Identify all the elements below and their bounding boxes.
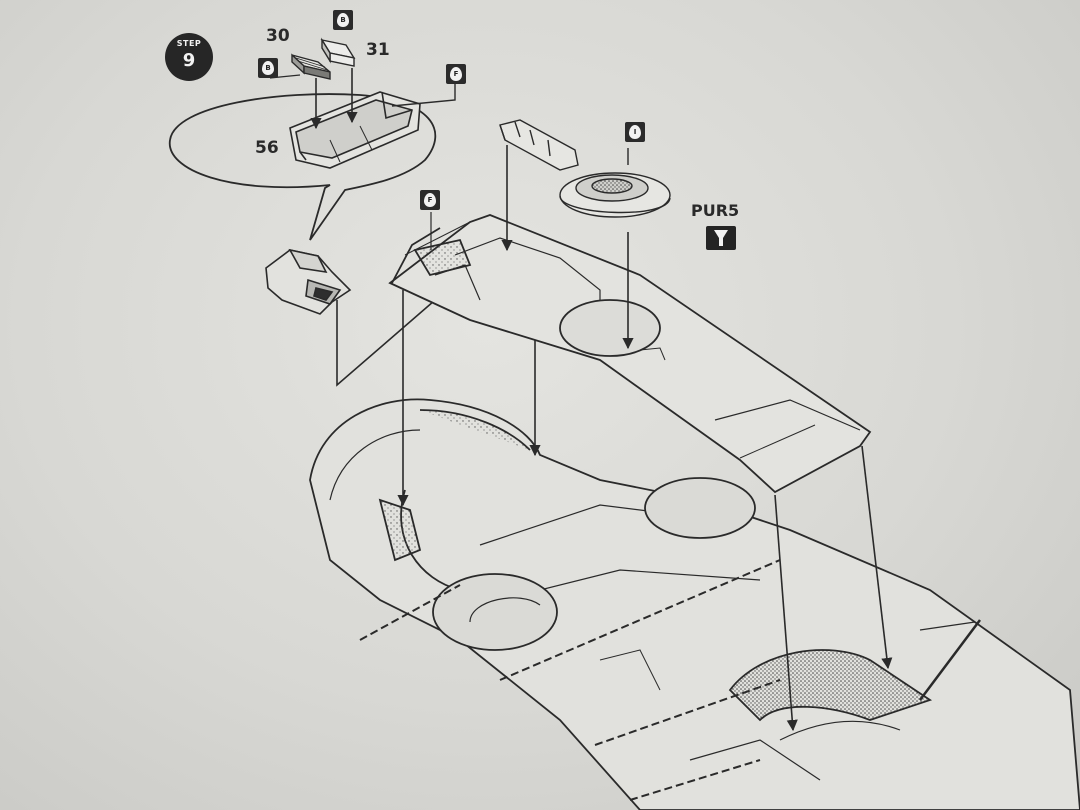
paint-tag-icon: I — [625, 122, 645, 142]
paint-tag-icon: B — [333, 10, 353, 30]
callout-balloon — [169, 93, 437, 241]
intake-assembly — [265, 248, 352, 315]
step-badge: STEP 9 — [165, 33, 213, 81]
part-number-56: 56 — [255, 138, 279, 158]
paint-code: I — [633, 128, 637, 136]
paint-code: B — [340, 16, 346, 24]
paint-code: F — [453, 70, 459, 78]
paint-code: F — [427, 196, 433, 204]
upper-wing-panel — [388, 214, 872, 494]
part-number-30: 30 — [266, 26, 290, 46]
paint-code: B — [265, 64, 271, 72]
paint-tag-icon: F — [420, 190, 440, 210]
glue-bottle-icon — [706, 226, 736, 250]
step-number: 9 — [182, 50, 196, 71]
supplement-label: PUR5 — [691, 201, 740, 220]
part-30 — [291, 53, 331, 80]
paint-tag-icon: F — [446, 64, 466, 84]
paint-tag-icon: B — [258, 58, 278, 78]
step-word: STEP — [176, 39, 202, 48]
part-31 — [320, 37, 356, 67]
propeller-shaft-part — [499, 119, 671, 218]
lower-fuselage — [309, 398, 1080, 810]
part-number-31: 31 — [366, 40, 390, 60]
part-56 — [289, 91, 421, 169]
